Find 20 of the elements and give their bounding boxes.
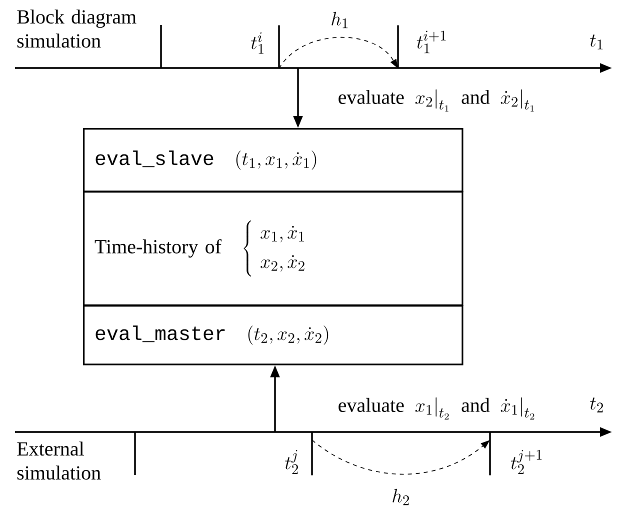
axis-label: $t_1$ <box>590 34 603 50</box>
side-label: Block diagram simulation <box>17 10 136 48</box>
side-label: External simulation <box>17 442 101 480</box>
step-arrow <box>278 37 398 69</box>
tick-label: $t_1^{i+1}$ <box>416 30 446 54</box>
edge-label: $\mbox{evaluate }\; x_2\Big|_{t_1} \;\mbox{ and }\; \dot{x}_2\Big|_{t_1}$ <box>338 89 534 112</box>
tick-label: $t_1^i$ <box>251 32 264 54</box>
edge-label: $\mbox{evaluate }\; x_1\Big|_{t_2} \;\mbox{ and }\; \dot{x}_1\Big|_{t_2}$ <box>338 397 534 420</box>
table-row: eval_slave $\left(t_1, x_1, \dot{x}_1\right)$ <box>83 128 464 192</box>
edge-label: $h_2$ <box>392 488 409 506</box>
tick-label: $t_2^j$ <box>285 450 298 474</box>
tick-label: $t_2^{j+1}$ <box>510 450 542 474</box>
tick-mark <box>278 25 280 68</box>
axis-label: $t_2$ <box>590 397 603 412</box>
edge-label: $h_1$ <box>332 12 348 28</box>
tick-mark <box>397 25 399 68</box>
table-row: Time-history of $\left\{\begin{array}{l} x_1, \dot{x}_1 \\[4pt] x_2, \dot{x}_2 \end{array}\right.$ <box>83 191 464 306</box>
tick-mark <box>311 432 313 476</box>
tick-mark <box>489 432 491 476</box>
table-row: eval_master $\left(t_2, x_2, \dot{x}_2\right)$ <box>83 305 464 366</box>
